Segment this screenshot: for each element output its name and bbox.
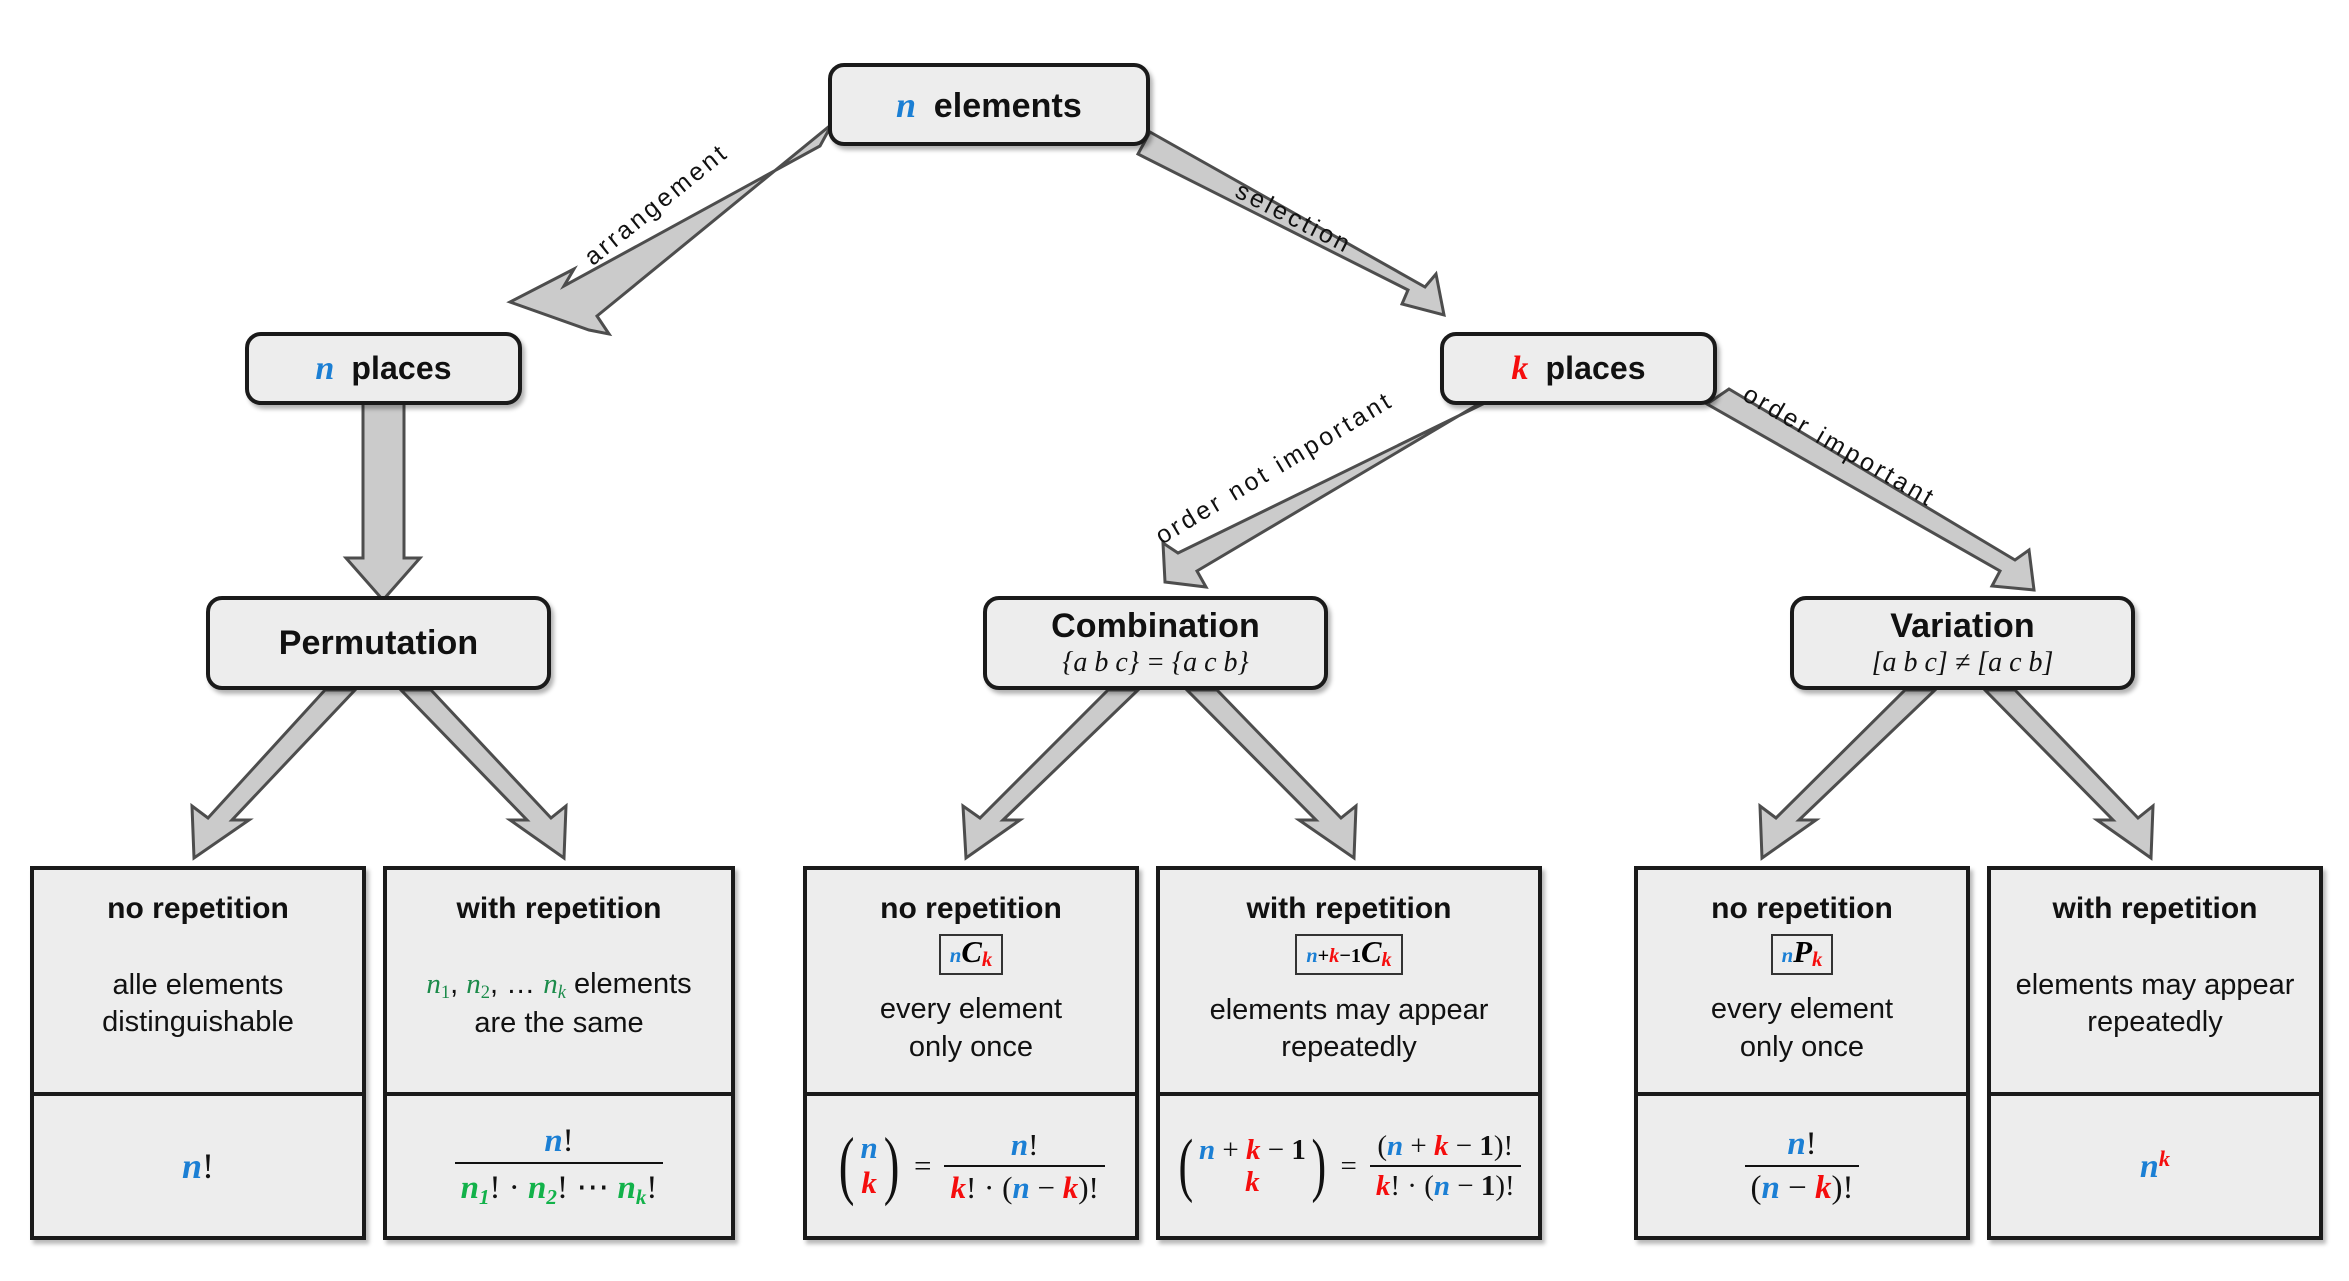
node-n-elements-label: n elements — [896, 84, 1082, 126]
leaf-symbol-nk1Ck: n+k−1Ck — [1295, 934, 1403, 976]
leaf-desc-line2: only once — [1739, 1030, 1865, 1063]
leaf-desc-line1: elements may appear — [1209, 993, 1489, 1026]
leaf-variation-with-repetition[interactable]: with repetition elements may appear repe… — [1987, 866, 2323, 1240]
arrow-variation-left — [1758, 688, 1939, 861]
leaf-upper: no repetition nPk every element only onc… — [1638, 870, 1966, 1096]
node-variation[interactable]: Variation [a b c] ≠ [a c b] — [1790, 596, 2135, 690]
node-n-places[interactable]: n places — [245, 332, 522, 405]
leaf-formula: n! n1! · n2! ⋯ nk! — [387, 1096, 731, 1236]
node-n-places-text: places — [351, 349, 452, 386]
leaf-upper: with repetition n+k−1Ck elements may app… — [1160, 870, 1538, 1096]
leaf-formula: nk — [1991, 1096, 2319, 1236]
leaf-desc-line1: n1, n2, … nk elements — [426, 967, 692, 1004]
leaf-desc-line2: distinguishable — [102, 1006, 294, 1038]
leaf-desc-line1: every element — [879, 993, 1063, 1026]
leaf-upper: no repetition nCk every element only onc… — [807, 870, 1135, 1096]
arrow-nplaces-permutation — [342, 398, 424, 603]
node-variation-sub: [a b c] ≠ [a c b] — [1871, 647, 2054, 678]
leaf-desc: n1, n2, … nk elements are the same — [418, 926, 699, 1092]
node-n-elements[interactable]: n elements — [828, 63, 1150, 146]
leaf-desc-line1: elements may appear — [2015, 968, 2295, 1001]
leaf-desc-line2: repeatedly — [2087, 1006, 2223, 1038]
node-permutation[interactable]: Permutation — [206, 596, 551, 690]
arrow-variation-right — [1981, 688, 2155, 861]
node-combination[interactable]: Combination {a b c} = {a c b} — [983, 596, 1328, 690]
edge-label-selection: selection — [1230, 176, 1358, 260]
node-k-places-text: places — [1545, 349, 1646, 386]
leaf-formula: n! — [34, 1096, 362, 1236]
leaf-head: no repetition — [1711, 892, 1893, 925]
symbol-n: n — [896, 84, 917, 125]
formula-n-factorial: n! — [181, 1146, 215, 1186]
node-combination-label: Combination — [1051, 607, 1260, 645]
symbol-n: n — [315, 349, 335, 387]
leaf-head: with repetition — [2052, 892, 2258, 925]
leaf-upper: with repetition elements may appear repe… — [1991, 870, 2319, 1096]
symbol-k: k — [1511, 349, 1529, 387]
leaf-desc-line1: alle elements — [112, 968, 284, 1001]
leaf-head: no repetition — [107, 892, 289, 925]
arrow-combination-left — [961, 688, 1142, 861]
leaf-head: with repetition — [456, 892, 662, 925]
leaf-desc-line1: every element — [1710, 993, 1894, 1026]
arrow-permutation-right — [397, 688, 568, 861]
leaf-head: with repetition — [1246, 892, 1452, 925]
leaf-upper: with repetition n1, n2, … nk elements ar… — [387, 870, 731, 1096]
arrow-permutation-left — [190, 688, 359, 861]
node-combination-sub: {a b c} = {a c b} — [1062, 647, 1249, 678]
leaf-desc-line2: repeatedly — [1281, 1030, 1417, 1063]
leaf-variation-no-repetition[interactable]: no repetition nPk every element only onc… — [1634, 866, 1970, 1240]
edge-label-order-not-important: order not important — [1150, 385, 1399, 551]
leaf-symbol-nPk: nPk — [1770, 934, 1834, 976]
leaf-head: no repetition — [880, 892, 1062, 925]
edge-label-arrangement: arrangement — [578, 137, 735, 271]
formula-multinomial: n! n1! · n2! ⋯ nk! — [454, 1123, 664, 1210]
leaf-desc: every element only once — [872, 975, 1070, 1092]
leaf-combination-with-repetition[interactable]: with repetition n+k−1Ck elements may app… — [1156, 866, 1542, 1240]
leaf-symbol-nCk: nCk — [938, 934, 1004, 976]
leaf-desc-line2: only once — [908, 1030, 1034, 1063]
formula-n-pow-k: nk — [2139, 1146, 2171, 1185]
leaf-desc: elements may appear repeatedly — [2008, 926, 2303, 1092]
leaf-permutation-with-repetition[interactable]: with repetition n1, n2, … nk elements ar… — [383, 866, 735, 1240]
leaf-formula: n! (n − k)! — [1638, 1096, 1966, 1236]
leaf-formula: ( n + k − 1 k ) = (n + k − 1)! k! · (n −… — [1160, 1096, 1538, 1236]
arrow-order-important — [1704, 387, 2036, 592]
leaf-permutation-no-repetition[interactable]: no repetition alle elements distinguisha… — [30, 866, 366, 1240]
node-permutation-label: Permutation — [278, 623, 479, 662]
formula-binomial-nk1: ( n + k − 1 k ) = (n + k − 1)! k! · (n −… — [1174, 1130, 1523, 1203]
leaf-upper: no repetition alle elements distinguisha… — [34, 870, 362, 1096]
leaf-desc: elements may appear repeatedly — [1202, 975, 1497, 1092]
node-n-elements-text: elements — [933, 86, 1082, 125]
leaf-desc: alle elements distinguishable — [94, 926, 302, 1092]
arrow-arrangement — [506, 122, 834, 337]
formula-npk: n! (n − k)! — [1744, 1126, 1860, 1207]
arrow-combination-right — [1183, 688, 1358, 861]
node-k-places[interactable]: k places — [1440, 332, 1717, 405]
leaf-desc: every element only once — [1703, 975, 1901, 1092]
leaf-desc-line2: are the same — [474, 1006, 644, 1039]
node-k-places-label: k places — [1511, 350, 1645, 388]
leaf-combination-no-repetition[interactable]: no repetition nCk every element only onc… — [803, 866, 1139, 1240]
node-variation-label: Variation — [1890, 607, 2035, 645]
node-n-places-label: n places — [315, 350, 451, 388]
edge-label-order-important: order important — [1738, 379, 1941, 513]
